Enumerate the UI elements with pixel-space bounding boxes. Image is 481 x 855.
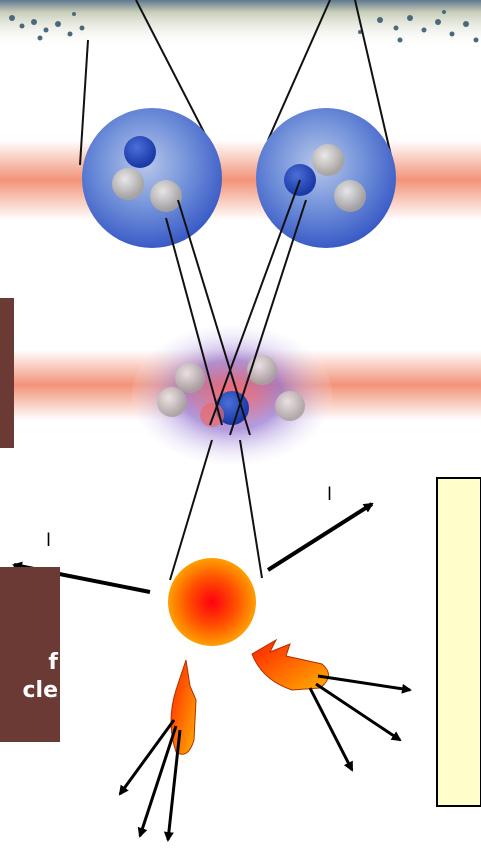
- jet-left: [118, 659, 197, 842]
- fireball: [168, 558, 256, 646]
- top-strip: [0, 0, 481, 48]
- left-label-line2: cle: [22, 678, 58, 703]
- upper-band: [0, 140, 481, 220]
- left-label-box-top: [0, 298, 14, 448]
- nucleus-left: [82, 108, 222, 248]
- top-particles: [9, 10, 479, 43]
- left-label-box-bottom: f cle: [0, 567, 60, 742]
- jet-right: [251, 638, 412, 772]
- lepton-label-left: l: [46, 530, 52, 551]
- overlap-region: [132, 325, 332, 465]
- lepton-arrow-right: [266, 502, 374, 572]
- nucleus-right: [256, 108, 396, 248]
- left-label-line1: f: [48, 650, 58, 675]
- incoming-lines: [79, 0, 393, 166]
- note-box: [436, 477, 481, 807]
- lepton-label-right: l: [327, 484, 333, 505]
- crossing-lines: [165, 179, 307, 581]
